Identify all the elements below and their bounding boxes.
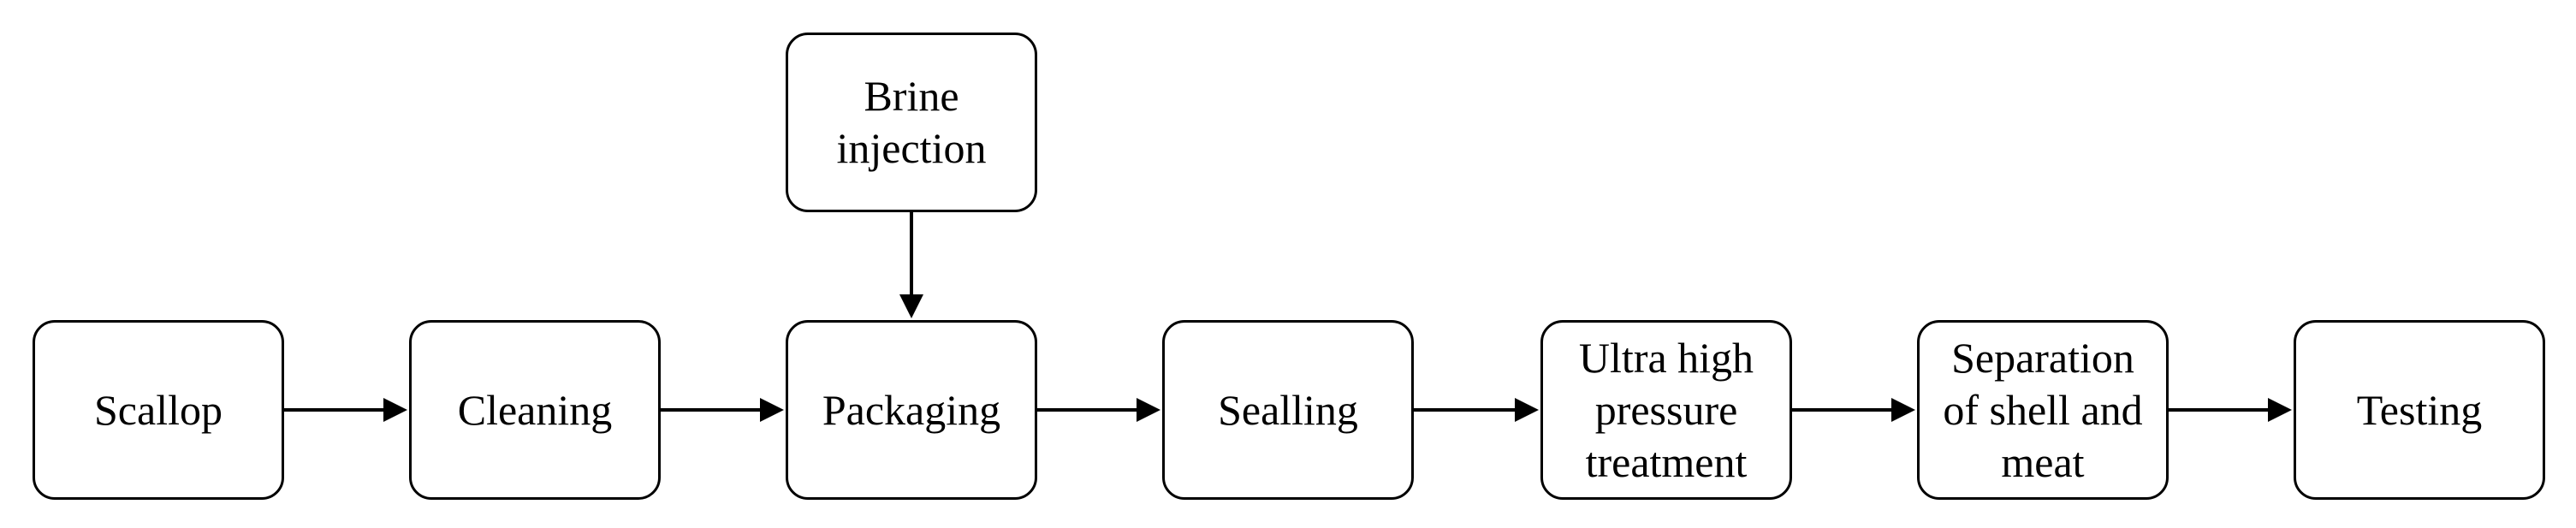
arrowhead-uhp-to-separation bbox=[1891, 398, 1915, 422]
node-label: Scallop bbox=[94, 385, 223, 434]
node-label: Sealling bbox=[1218, 385, 1358, 434]
node-label: Ultra high pressure treatment bbox=[1578, 333, 1754, 486]
arrowhead-sealling-to-uhp bbox=[1515, 398, 1539, 422]
node-label: Separation of shell and meat bbox=[1943, 333, 2143, 486]
node-brine-injection: Brine injection bbox=[786, 33, 1037, 212]
node-packaging: Packaging bbox=[786, 320, 1037, 500]
node-scallop: Scallop bbox=[33, 320, 284, 500]
node-label: Brine injection bbox=[836, 72, 987, 172]
arrowhead-separation-to-testing bbox=[2268, 398, 2292, 422]
node-cleaning: Cleaning bbox=[409, 320, 661, 500]
node-ultra-high-pressure-treatment: Ultra high pressure treatment bbox=[1540, 320, 1792, 500]
node-label: Testing bbox=[2356, 385, 2483, 434]
node-sealling: Sealling bbox=[1162, 320, 1414, 500]
arrowhead-cleaning-to-packaging bbox=[760, 398, 784, 422]
arrowhead-packaging-to-sealling bbox=[1137, 398, 1160, 422]
node-separation-of-shell-and-meat: Separation of shell and meat bbox=[1917, 320, 2169, 500]
node-label: Packaging bbox=[822, 385, 1001, 434]
arrowhead-brine-to-packaging bbox=[899, 294, 923, 318]
arrowhead-scallop-to-cleaning bbox=[383, 398, 407, 422]
node-testing: Testing bbox=[2294, 320, 2545, 500]
node-label: Cleaning bbox=[457, 385, 613, 434]
